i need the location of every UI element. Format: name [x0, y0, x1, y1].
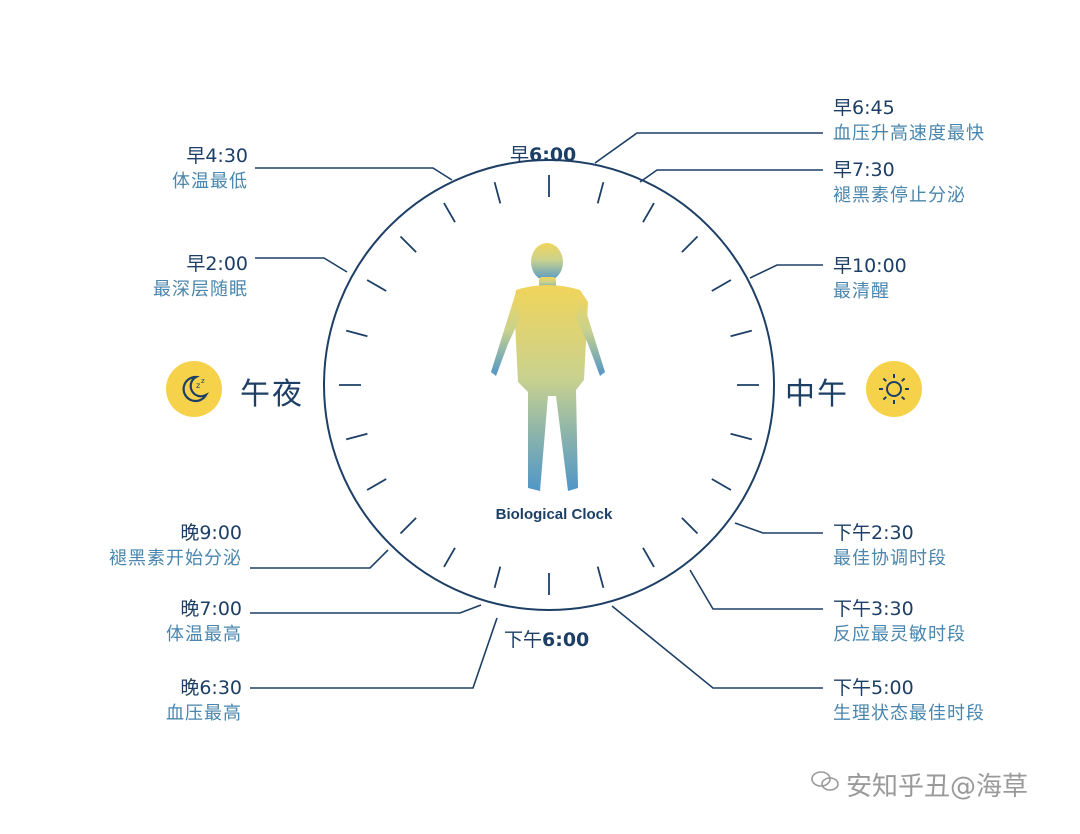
wechat-icon — [810, 769, 840, 800]
event-1430: 下午2:30 最佳协调时段 — [833, 520, 947, 572]
noon-label: 中午 — [785, 377, 849, 412]
event-time: 下午5:00 — [833, 677, 914, 699]
event-time: 早7:30 — [833, 159, 895, 181]
leader-0200 — [255, 257, 348, 273]
svg-text:z: z — [201, 377, 205, 385]
leader-0730 — [639, 169, 823, 183]
hour-tick — [596, 181, 605, 204]
leader-1000 — [749, 264, 823, 279]
bottom-marker-prefix: 下午 — [504, 629, 543, 651]
event-time: 早10:00 — [833, 255, 907, 277]
hour-tick — [711, 279, 732, 292]
event-2100: 晚9:00 褪黑素开始分泌 — [109, 520, 242, 572]
hour-tick — [493, 566, 502, 589]
event-0730: 早7:30 褪黑素停止分泌 — [833, 157, 966, 209]
bottom-marker-time: 6:00 — [542, 629, 590, 651]
event-time: 下午2:30 — [833, 522, 914, 544]
event-time: 早6:45 — [833, 97, 895, 119]
event-time: 早2:00 — [186, 253, 248, 275]
top-marker-prefix: 早 — [510, 144, 530, 166]
event-time: 下午3:30 — [833, 598, 914, 620]
bottom-marker: 下午6:00 — [504, 625, 589, 652]
sun-icon — [866, 361, 922, 417]
event-1530: 下午3:30 反应最灵敏时段 — [833, 596, 966, 648]
leader-2100 — [250, 549, 389, 569]
leader-1430 — [734, 522, 823, 534]
leader-1530 — [689, 569, 823, 610]
event-1900: 晚7:00 体温最高 — [166, 596, 242, 648]
hour-tick — [443, 202, 456, 223]
hour-tick — [681, 235, 699, 253]
event-1700: 下午5:00 生理状态最佳时段 — [833, 675, 985, 727]
leader-1830 — [250, 617, 498, 689]
event-0200: 早2:00 最深层随眠 — [153, 251, 248, 303]
event-desc: 最佳协调时段 — [833, 548, 947, 569]
event-1830: 晚6:30 血压最高 — [166, 675, 242, 727]
event-desc: 血压升高速度最快 — [833, 123, 985, 144]
event-time: 晚6:30 — [180, 677, 242, 699]
event-desc: 血压最高 — [166, 703, 242, 724]
hour-tick — [730, 432, 753, 441]
event-time: 早4:30 — [186, 145, 248, 167]
hour-ticks — [339, 175, 759, 595]
event-time: 晚7:00 — [180, 598, 242, 620]
leader-0430 — [255, 167, 453, 181]
human-figure — [491, 243, 605, 491]
event-desc: 体温最低 — [172, 171, 248, 192]
event-0430: 早4:30 体温最低 — [172, 143, 248, 195]
hour-tick — [399, 517, 417, 535]
top-marker-time: 6:00 — [529, 144, 577, 166]
leader-0645 — [594, 132, 823, 164]
hour-tick — [642, 547, 655, 568]
hour-tick — [399, 235, 417, 253]
hour-tick — [642, 202, 655, 223]
hour-tick — [730, 329, 753, 338]
clock-dial — [323, 159, 775, 611]
hour-tick — [596, 566, 605, 589]
event-0645: 早6:45 血压升高速度最快 — [833, 95, 985, 147]
hour-tick — [345, 432, 368, 441]
leader-1900 — [250, 604, 482, 614]
moon-sleep-icon: z z — [166, 361, 222, 417]
hour-tick — [493, 181, 502, 204]
midnight-label: 午夜 — [240, 377, 304, 412]
hour-tick — [366, 279, 387, 292]
event-desc: 最深层随眠 — [153, 279, 248, 300]
event-desc: 体温最高 — [166, 624, 242, 645]
leader-lines — [250, 132, 823, 689]
event-desc: 生理状态最佳时段 — [833, 703, 985, 724]
hour-tick — [711, 478, 732, 491]
hour-tick — [345, 329, 368, 338]
top-marker: 早6:00 — [510, 140, 576, 167]
event-desc: 反应最灵敏时段 — [833, 624, 966, 645]
hour-tick — [443, 547, 456, 568]
hour-tick — [681, 517, 699, 535]
clock-title: Biological Clock — [495, 506, 613, 523]
watermark-text: 安知乎丑@海草 — [846, 772, 1029, 802]
svg-text:z: z — [196, 381, 200, 390]
leader-1700 — [611, 605, 823, 689]
event-time: 晚9:00 — [180, 522, 242, 544]
hour-tick — [366, 478, 387, 491]
event-1000: 早10:00 最清醒 — [833, 253, 907, 305]
event-desc: 最清醒 — [833, 281, 890, 302]
event-desc: 褪黑素开始分泌 — [109, 548, 242, 569]
watermark: 安知乎丑@海草 — [810, 766, 1028, 803]
event-desc: 褪黑素停止分泌 — [833, 185, 966, 206]
